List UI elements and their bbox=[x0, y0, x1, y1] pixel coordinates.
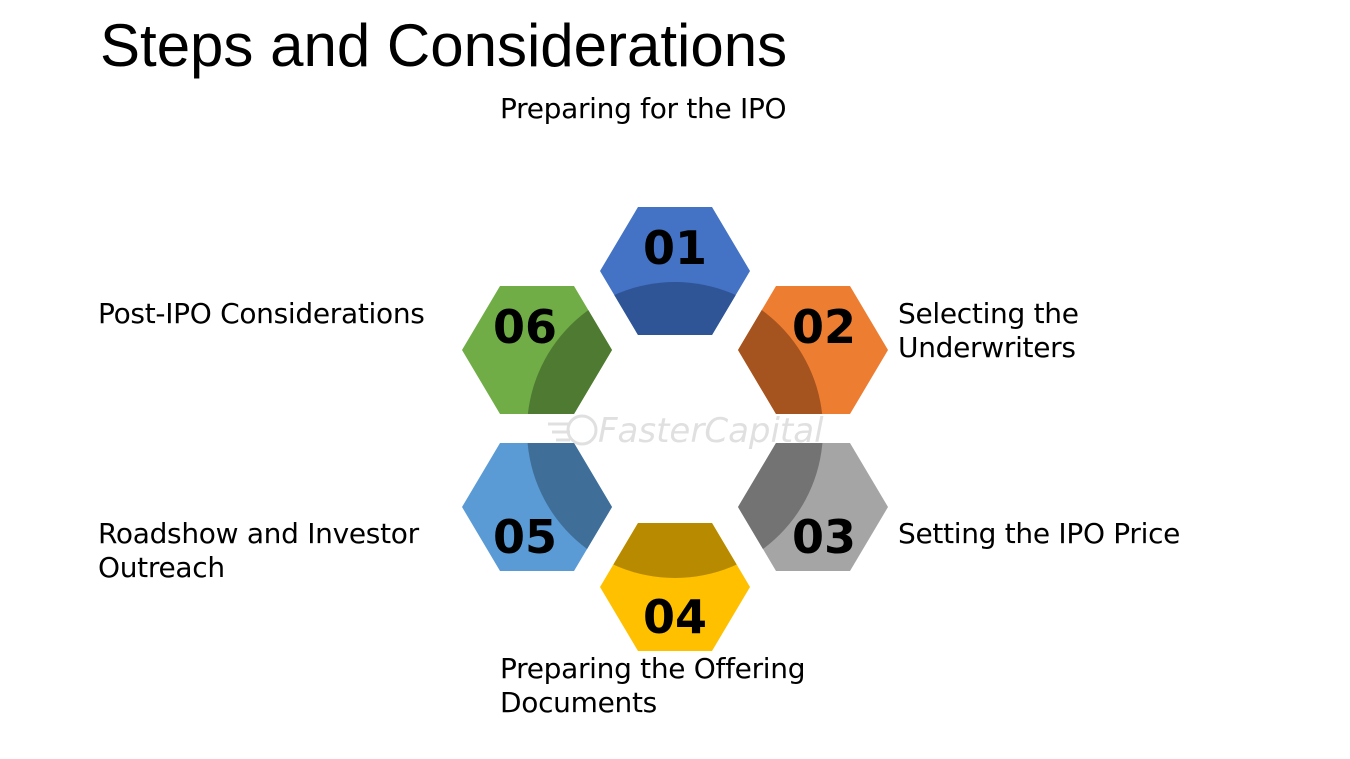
hexagon-step-05: 05 bbox=[462, 443, 612, 571]
step-number-06: 06 bbox=[493, 300, 557, 354]
step-label-line: Underwriters bbox=[898, 331, 1076, 364]
hexagon-shade bbox=[738, 286, 823, 414]
step-label-line: Selecting the bbox=[898, 297, 1079, 330]
step-label-line: Documents bbox=[500, 686, 657, 719]
page-title: Steps and Considerations bbox=[100, 12, 788, 79]
hexagon-step-04: 04 bbox=[600, 523, 750, 651]
step-number-03: 03 bbox=[792, 510, 856, 564]
step-label-01: Preparing for the IPO bbox=[500, 92, 787, 126]
step-label-04: Preparing the Offering Documents bbox=[500, 652, 806, 720]
watermark: FasterCapital bbox=[548, 411, 824, 451]
step-label-03: Setting the IPO Price bbox=[898, 517, 1180, 551]
step-label-line: Preparing the Offering bbox=[500, 652, 806, 685]
step-label-line: Outreach bbox=[98, 551, 225, 584]
step-number-04: 04 bbox=[643, 590, 707, 644]
hexagon-shade bbox=[738, 443, 823, 571]
watermark-text: FasterCapital bbox=[598, 411, 824, 451]
step-label-02: Selecting the Underwriters bbox=[898, 297, 1079, 365]
step-number-01: 01 bbox=[643, 221, 707, 275]
step-label-05: Roadshow and Investor Outreach bbox=[98, 517, 419, 585]
hexagon-shade bbox=[527, 286, 612, 414]
step-label-06: Post-IPO Considerations bbox=[98, 297, 425, 331]
step-label-line: Setting the IPO Price bbox=[898, 517, 1181, 550]
step-label-line: Post-IPO Considerations bbox=[98, 297, 425, 330]
hexagon-step-06: 06 bbox=[462, 286, 612, 414]
step-number-02: 02 bbox=[792, 300, 856, 354]
hexagon-step-01: 01 bbox=[600, 207, 750, 335]
step-label-line: Roadshow and Investor bbox=[98, 517, 419, 550]
hexagon-step-03: 03 bbox=[738, 443, 888, 571]
step-label-line: Preparing for the IPO bbox=[500, 92, 787, 125]
step-number-05: 05 bbox=[493, 510, 557, 564]
hexagon-shade bbox=[527, 443, 612, 571]
watermark-logo-icon bbox=[548, 414, 598, 446]
hexagon-step-02: 02 bbox=[738, 286, 888, 414]
